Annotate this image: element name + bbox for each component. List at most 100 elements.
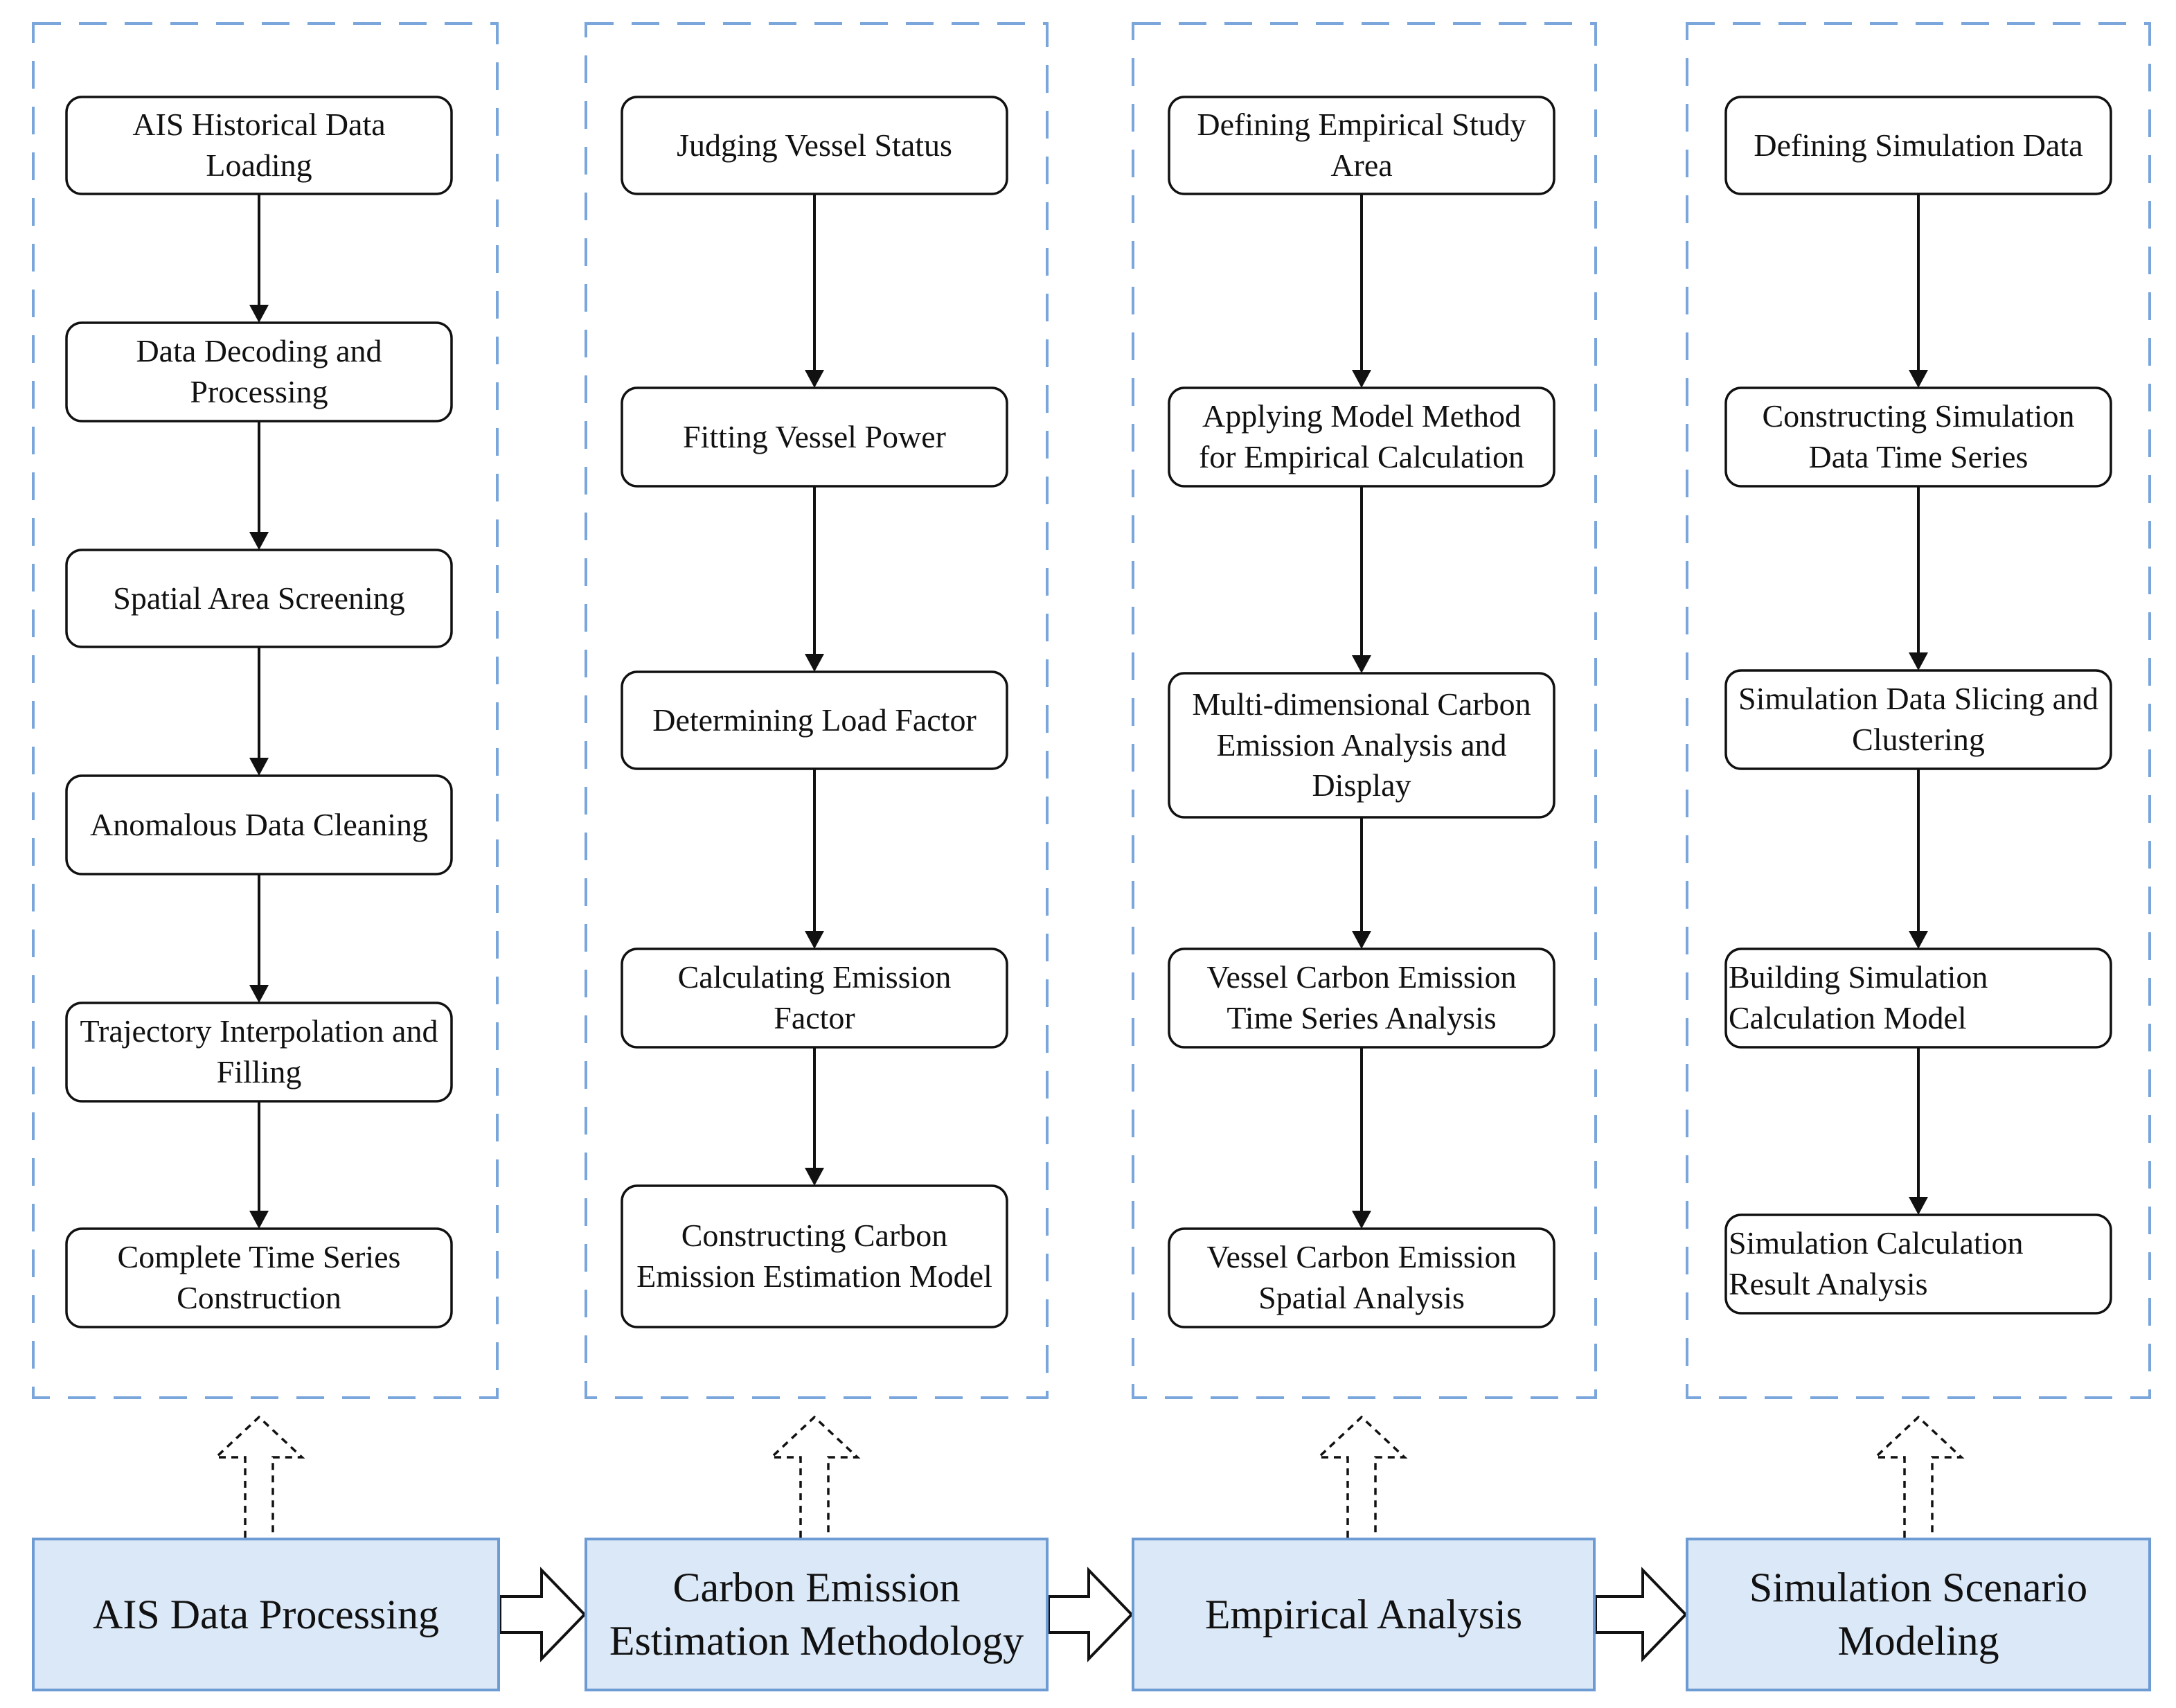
step-label-line1: Complete Time Series: [117, 1239, 401, 1275]
phase-box-rect: [1132, 1538, 1596, 1691]
step-box: [1168, 672, 1555, 819]
phase-arrow-2-to-3: [1047, 1567, 1134, 1662]
step-label: Fitting Vessel Power: [622, 388, 1007, 486]
step-label-line1: Constructing Carbon: [681, 1218, 948, 1254]
step-label-line1: Anomalous Data Cleaning: [89, 806, 428, 842]
flow-arrowhead: [249, 532, 269, 550]
step-label-line1: Spatial Area Screening: [113, 580, 405, 616]
step-label-line1: Constructing Simulation: [1762, 398, 2075, 434]
step-box: [65, 774, 453, 875]
step-label-line1: AIS Historical Data: [132, 107, 386, 143]
step-label-line2: Construction: [177, 1280, 341, 1315]
column-3-dashed-container: [1132, 22, 1597, 1399]
phase-arrow-3-to-4: [1594, 1567, 1688, 1662]
column-3-phase-box: Empirical Analysis: [1132, 1538, 1596, 1691]
step-label-line1: Defining Empirical Study: [1197, 107, 1526, 143]
flow-arrowhead: [805, 654, 824, 672]
phase-label-line1: Empirical Analysis: [1204, 1591, 1523, 1637]
column-4-step-1: Defining Simulation Data: [1724, 96, 2112, 195]
step-box: [1724, 96, 2112, 195]
step-label: Anomalous Data Cleaning: [66, 776, 452, 874]
flow-arrowhead: [1352, 931, 1371, 949]
step-label: Applying Model Method for Empirical Calcu…: [1169, 388, 1554, 486]
step-box: [1168, 386, 1555, 488]
step-box: [621, 1184, 1008, 1328]
step-label-line2: Clustering: [1852, 722, 1985, 757]
flow-arrowhead: [249, 985, 269, 1003]
step-label-line1: Vessel Carbon Emission: [1206, 1239, 1517, 1275]
column-2-step-1: Judging Vessel Status: [621, 96, 1008, 195]
column-2-dashed-up-arrow: [768, 1415, 861, 1538]
step-box: [621, 948, 1008, 1049]
step-label-line1: Vessel Carbon Emission: [1206, 959, 1517, 995]
phase-label: AIS Data Processing: [33, 1539, 499, 1690]
flow-arrowhead: [805, 1168, 824, 1186]
step-box: [65, 549, 453, 648]
flow-arrowhead: [249, 1211, 269, 1229]
step-label-line2: Emission Analysis and: [1216, 727, 1507, 763]
step-box: [65, 321, 453, 422]
step-box: [1724, 948, 2112, 1049]
step-box: [1168, 96, 1555, 195]
step-label-line2: Result Analysis: [1729, 1266, 1928, 1301]
step-label-line2: for Empirical Calculation: [1198, 439, 1525, 474]
flow-arrowhead: [1352, 1211, 1371, 1229]
phase-box-rect: [1686, 1538, 2151, 1691]
step-label-line2: Loading: [206, 148, 312, 183]
phase-label: Empirical Analysis: [1133, 1539, 1594, 1690]
flow-arrowhead: [1909, 652, 1928, 670]
phase-label-line1: AIS Data Processing: [93, 1591, 439, 1637]
step-label-line1: Determining Load Factor: [652, 702, 976, 738]
column-2-dashed-container: [585, 22, 1049, 1399]
step-label-line1: Data Decoding and: [136, 333, 382, 369]
step-box: [621, 96, 1008, 195]
step-label-line2: Factor: [774, 1000, 855, 1035]
flow-arrowhead: [1352, 370, 1371, 388]
step-box: [1168, 1227, 1555, 1328]
step-label: Spatial Area Screening: [66, 550, 452, 647]
step-box: [1724, 669, 2112, 770]
column-4-dashed-container: [1686, 22, 2151, 1399]
step-label-line1: Multi-dimensional Carbon: [1192, 686, 1531, 722]
step-label-line1: Building Simulation: [1729, 959, 1988, 995]
step-box: [1724, 1213, 2112, 1315]
step-label-line2: Data Time Series: [1808, 439, 2028, 474]
step-box: [621, 670, 1008, 770]
flow-arrowhead: [1909, 931, 1928, 949]
flow-arrowhead: [249, 305, 269, 323]
step-label: Determining Load Factor: [622, 672, 1007, 769]
column-3-dashed-up-arrow: [1315, 1415, 1408, 1538]
step-label: Defining Simulation Data: [1726, 97, 2111, 194]
flow-arrowhead: [1909, 1197, 1928, 1215]
column-1-dashed-up-arrow: [213, 1415, 305, 1538]
column-2-step-2: Fitting Vessel Power: [621, 386, 1008, 488]
phase-label-line1: Simulation Scenario: [1749, 1565, 2088, 1611]
step-box: [65, 1002, 453, 1103]
phase-label-line2: Estimation Methodology: [609, 1618, 1024, 1664]
phase-label-line1: Carbon Emission: [672, 1565, 961, 1611]
flow-arrowhead: [1352, 655, 1371, 673]
phase-box-rect: [585, 1538, 1049, 1691]
step-label-line1: Applying Model Method: [1202, 398, 1521, 434]
column-2-step-3: Determining Load Factor: [621, 670, 1008, 770]
